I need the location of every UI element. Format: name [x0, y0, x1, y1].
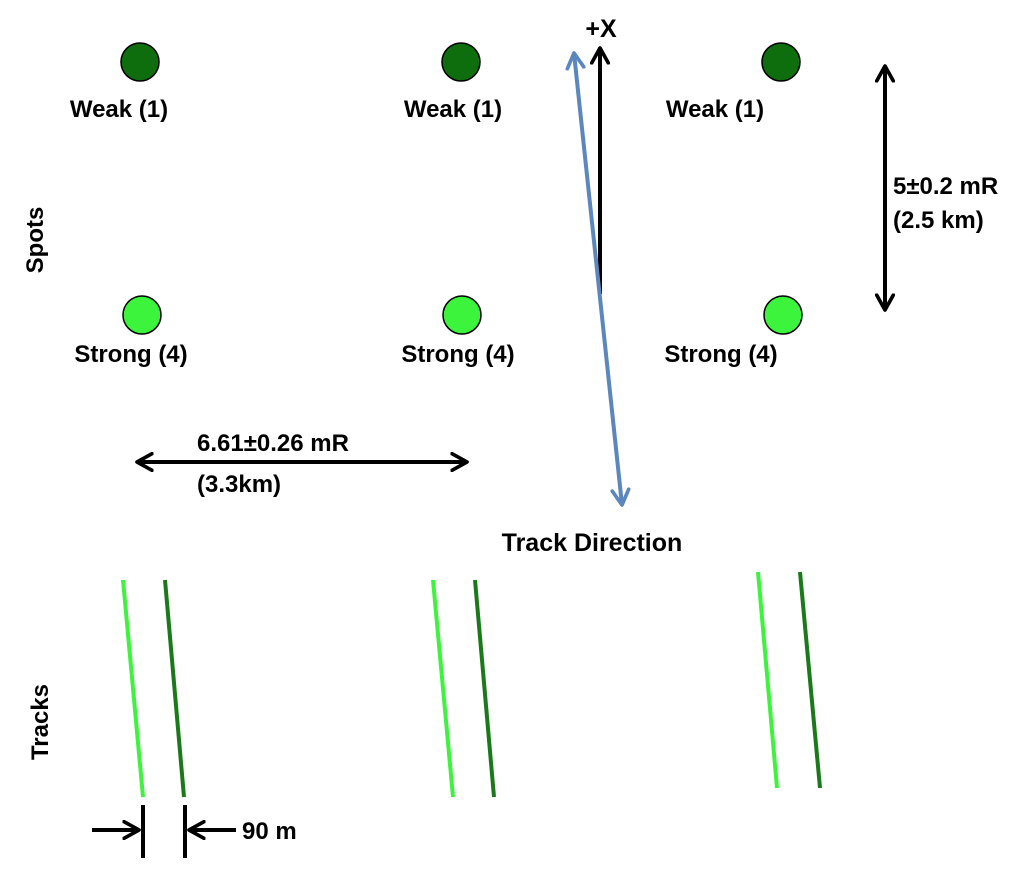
weak-spot-1: [120, 42, 160, 82]
weak-spot-2: [441, 42, 481, 82]
strong-track-3: [756, 571, 779, 789]
weak-track-1: [163, 579, 186, 798]
strong-spot-1: [122, 295, 162, 335]
tracks-section-label: Tracks: [27, 684, 54, 760]
strong-spot-3: [763, 295, 803, 335]
plus-x-label: +X: [585, 15, 617, 43]
track-direction-arrow: [574, 53, 622, 505]
strong-track-2: [431, 579, 455, 798]
weak-spot-label-1: Weak (1): [70, 96, 168, 123]
weak-spot-3: [761, 42, 801, 82]
weak-spot-label-3: Weak (1): [666, 96, 764, 123]
ground-tracks: [121, 571, 822, 798]
strong-spot-label-3: Strong (4): [664, 341, 777, 368]
pair-spacing-label: 90 m: [242, 818, 297, 845]
weak-spots: Weak (1) Weak (1) Weak (1): [70, 42, 801, 123]
weak-track-3: [798, 571, 822, 789]
strong-spot-label-2: Strong (4): [401, 341, 514, 368]
pair-spacing-dimension: 90 m: [92, 805, 297, 858]
cross-track-spacing-distance: (3.3km): [197, 471, 281, 498]
strong-spots: Strong (4) Strong (4) Strong (4): [74, 295, 803, 368]
along-track-spacing-distance: (2.5 km): [893, 207, 984, 234]
strong-track-1: [121, 579, 145, 798]
cross-track-spacing-value: 6.61±0.26 mR: [197, 430, 349, 457]
along-track-spacing-value: 5±0.2 mR: [893, 173, 998, 200]
strong-spot-label-1: Strong (4): [74, 341, 187, 368]
weak-spot-label-2: Weak (1): [404, 96, 502, 123]
strong-spot-2: [442, 295, 482, 335]
track-direction-label: Track Direction: [502, 529, 683, 557]
spots-section-label: Spots: [22, 207, 49, 274]
weak-track-2: [473, 579, 496, 798]
